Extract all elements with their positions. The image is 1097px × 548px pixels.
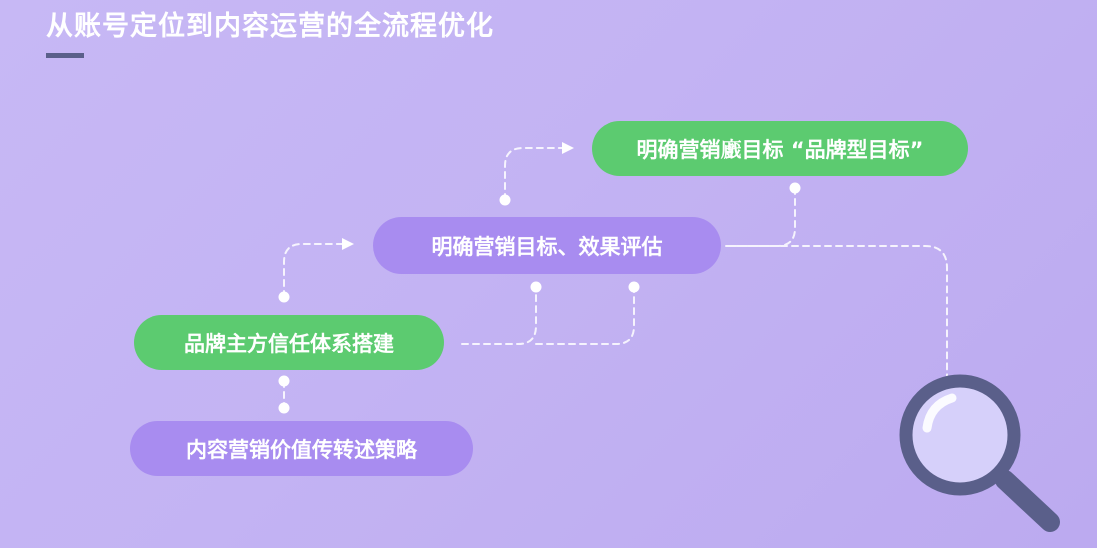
connector-step2-step3-bottom-b	[535, 286, 635, 345]
title-underline	[46, 53, 84, 58]
connector-to-magnifier	[725, 245, 948, 379]
connector-dot	[530, 281, 542, 293]
connector-step2-step3-bottom-a	[461, 286, 537, 345]
page-title: 从账号定位到内容运营的全流程优化	[46, 11, 494, 42]
connector-step4-step3	[725, 187, 796, 247]
arrow-right-icon	[342, 238, 354, 250]
arrow-right-icon	[562, 142, 574, 154]
connector-dot	[789, 182, 801, 194]
connector-dot	[278, 402, 290, 414]
step-pill-brand-trust: 品牌主方信任体系搭建	[134, 315, 444, 370]
connector-dot	[278, 291, 290, 303]
connector-dot	[278, 375, 290, 387]
connector-step2-step3	[283, 243, 343, 298]
connector-step3-step4	[504, 147, 563, 201]
step-pill-marketing-goals: 明确营销目标、效果评估	[373, 217, 721, 274]
magnifying-glass-icon	[899, 374, 1060, 532]
connector-dot	[499, 194, 511, 206]
step-pill-brand-goals: 明确营销𢋼目标 “品牌型目标”	[592, 121, 968, 176]
step-pill-content-strategy: 内容营销价值传转述策略	[130, 421, 473, 476]
connector-dot	[628, 281, 640, 293]
